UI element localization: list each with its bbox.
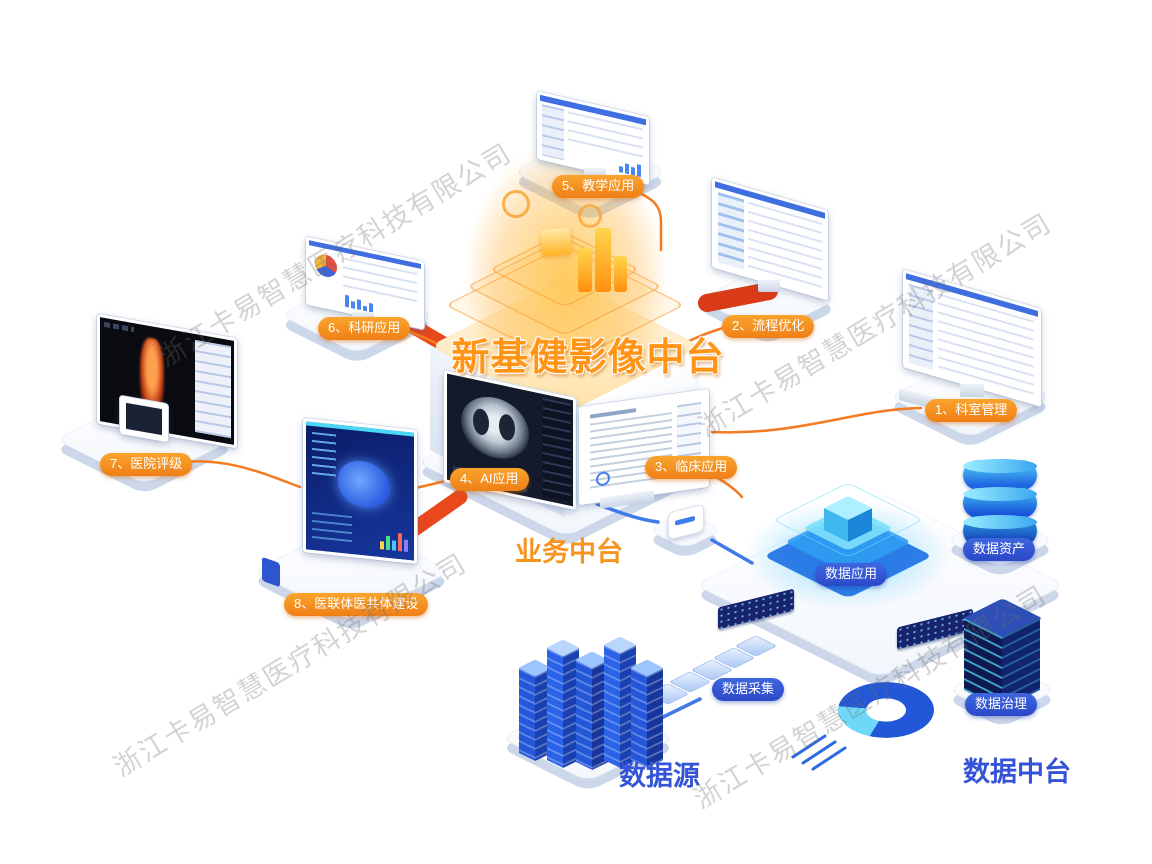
tower4-front — [604, 645, 620, 768]
data-source-label: 数据源 — [619, 761, 700, 791]
tablet-screen — [126, 402, 162, 436]
hologram-folder-icon — [540, 227, 572, 257]
db-cylinder-top — [963, 459, 1037, 490]
badge-app-2: 2、流程优化 — [722, 315, 815, 338]
collect-step-5 — [734, 631, 778, 661]
badge-app-3: 3、临床应用 — [645, 456, 738, 479]
ct-image — [461, 390, 529, 466]
badge-app-6: 6、科研应用 — [318, 317, 411, 340]
hologram-bar-1 — [578, 248, 592, 292]
hologram-bar-2 — [595, 228, 611, 292]
alliance-kpi-lines — [312, 431, 336, 481]
dept-monitor-stand — [960, 384, 984, 397]
alliance-dashboard-screen — [303, 418, 417, 564]
teaching-sidebar — [542, 104, 564, 161]
research-donut-chart — [315, 252, 337, 280]
badge-data-asset: 数据资产 — [963, 538, 1036, 561]
process-gantt-rows — [748, 201, 822, 292]
badge-app-1: 1、科室管理 — [925, 399, 1018, 422]
rating-side-panel — [195, 339, 231, 439]
badge-app-8: 8、医联体医共体建设 — [284, 593, 429, 616]
process-monitor-stand — [758, 280, 780, 292]
badge-data-application: 数据应用 — [815, 563, 888, 586]
clinical-report-screen — [579, 388, 709, 506]
dept-sidebar — [909, 283, 933, 370]
tower3-top — [575, 648, 609, 672]
ct-tool-panel — [543, 398, 571, 502]
badge-data-governance: 数据治理 — [965, 693, 1038, 716]
tower5-top — [630, 656, 664, 680]
db-cylinder-middle — [963, 487, 1037, 518]
badge-app-7: 7、医院评级 — [100, 453, 193, 476]
data-platform-label: 数据中台 — [963, 757, 1071, 787]
tower2-top — [546, 636, 580, 660]
gateway-led — [675, 515, 695, 526]
hologram-coin-icon — [502, 190, 530, 218]
hologram-bar-3 — [614, 256, 627, 292]
tower5-front — [631, 668, 647, 768]
pie-chart — [838, 682, 934, 738]
tower1-front — [519, 668, 535, 761]
business-platform-label: 业务中台 — [515, 537, 623, 567]
alliance-list-lines — [312, 511, 352, 547]
data-cube-top-face — [823, 491, 873, 525]
tower3-front — [576, 660, 592, 770]
tower1-top — [518, 656, 552, 680]
alliance-bar-chart — [380, 531, 408, 553]
pie-chart-hole — [866, 698, 906, 722]
badge-app-5: 5、教学应用 — [552, 175, 645, 198]
database-cylinders — [963, 459, 1037, 546]
badge-data-collect: 数据采集 — [712, 678, 785, 701]
tower4-top — [603, 633, 637, 657]
tower2-front — [547, 648, 563, 768]
badge-app-4: 4、AI应用 — [450, 468, 529, 491]
main-title: 新基健影像中台 — [451, 337, 725, 379]
alliance-map — [338, 458, 390, 511]
hologram-coin-icon-2 — [578, 204, 602, 228]
process-task-column — [718, 192, 744, 270]
rating-toolbar — [104, 321, 134, 333]
